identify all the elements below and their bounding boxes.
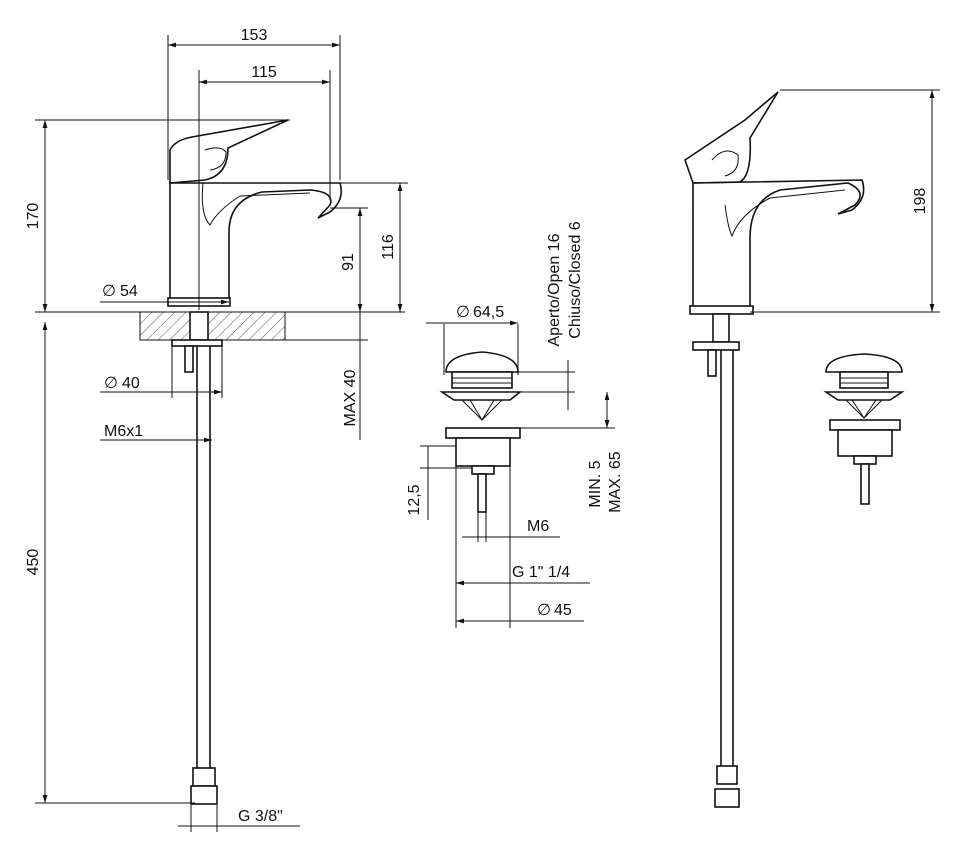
- waste-open-label: Aperto/Open 16: [546, 233, 563, 346]
- dim-54-symbol: ∅: [102, 283, 116, 300]
- dim-645-symbol: ∅: [456, 304, 470, 321]
- dim-198-label: 198: [912, 188, 929, 215]
- dim-125-label: 12,5: [406, 484, 423, 515]
- waste-view: ∅ 64,5 Aperto/Open 16 Chiuso/Closed 6 MI…: [406, 221, 624, 628]
- fixing-nut: [171, 339, 223, 347]
- faucet3d-base: [689, 305, 754, 315]
- faucet3d-shank: [712, 313, 730, 343]
- waste3d-body-flange: [829, 419, 901, 431]
- dim-116-label: 116: [380, 234, 397, 260]
- waste3d-nut: [853, 455, 877, 465]
- faucet3d-nut: [692, 341, 740, 351]
- waste-body-nut: [471, 465, 495, 475]
- dim-91-label: 91: [340, 253, 357, 271]
- fixing-shank: [189, 311, 209, 341]
- dim-153-label: 153: [241, 27, 268, 44]
- dim-40-symbol: ∅: [104, 375, 118, 392]
- faucet3d-spout-curve: [724, 189, 846, 238]
- waste-body: [455, 437, 511, 467]
- waste3d-fins: [845, 399, 883, 419]
- waste3d-spring: [839, 371, 889, 389]
- waste3d-cap: [825, 353, 903, 373]
- hose-ferrule: [192, 767, 216, 787]
- waste-cross-fins: [461, 399, 503, 421]
- waste-max-label: MAX. 65: [607, 451, 624, 512]
- faucet3d-handle-detail: [711, 150, 739, 177]
- dim-54-label: 54: [120, 283, 138, 300]
- waste-flange: [439, 391, 523, 401]
- faucet3d-rod: [707, 349, 717, 377]
- waste3d-stem: [860, 463, 870, 505]
- threaded-rod: [184, 345, 194, 373]
- handle-detail: [204, 147, 227, 171]
- faucet3d-body: [692, 179, 865, 313]
- spout-curve: [201, 182, 311, 226]
- faucet3d-connector: [714, 788, 740, 808]
- waste-closed-label: Chiuso/Closed 6: [567, 221, 584, 339]
- dim-m6-label: M6: [527, 518, 549, 535]
- dim-45-label: 45: [554, 602, 572, 619]
- faucet-main-view: 153 115 170 116 91 ∅ 54 MAX 40 ∅ 40: [25, 27, 408, 832]
- waste-stem: [477, 473, 487, 513]
- waste3d-body: [837, 429, 893, 457]
- dim-max40-label: MAX 40: [342, 369, 359, 426]
- faucet-perspective-view: 198: [684, 89, 940, 808]
- waste-spring-housing: [451, 371, 513, 389]
- waste-min-label: MIN. 5: [587, 460, 604, 507]
- faucet3d-handle: [684, 91, 779, 184]
- countertop-section: [139, 311, 286, 341]
- dim-450-label: 450: [25, 549, 42, 576]
- hose-connector: [190, 785, 218, 805]
- waste3d-flange: [823, 391, 905, 401]
- dim-m6x1-label: M6x1: [104, 423, 143, 440]
- dim-45-symbol: ∅: [537, 602, 551, 619]
- waste-body-flange: [445, 427, 521, 439]
- waste-perspective-view: [823, 353, 905, 505]
- dim-40-label: 40: [122, 375, 140, 392]
- dim-115-label: 115: [251, 64, 277, 81]
- faucet3d-ferrule: [716, 765, 738, 785]
- dim-g38-label: G 3/8": [238, 808, 283, 825]
- dim-g114-label: G 1" 1/4: [512, 564, 570, 581]
- dim-170-label: 170: [25, 203, 42, 230]
- faucet-body: [169, 182, 343, 306]
- waste-cap: [445, 351, 519, 373]
- dim-645-label: 64,5: [473, 304, 504, 321]
- lever-handle: [169, 119, 289, 184]
